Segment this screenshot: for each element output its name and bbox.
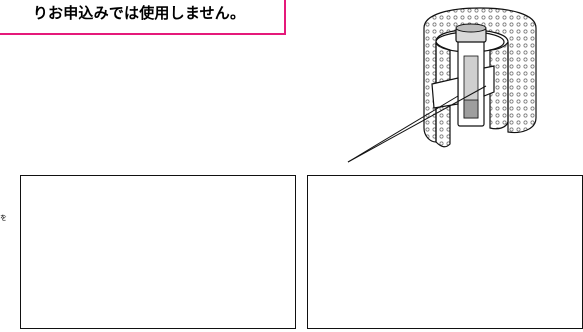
notice-box: りお申込みでは使用しません。: [0, 0, 286, 35]
notice-text: りお申込みでは使用しません。: [32, 4, 246, 22]
sample-tube-in-bubble-wrap-icon: [347, 7, 537, 163]
edge-text: を: [0, 214, 7, 222]
label-frame-right: [307, 175, 583, 329]
label-frame-left: [20, 175, 296, 329]
